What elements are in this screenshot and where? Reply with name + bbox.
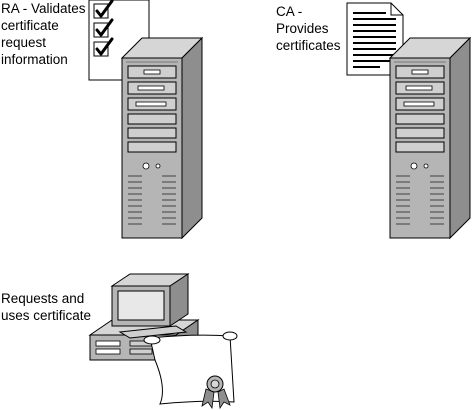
- ra-label-line: RA - Validates: [1, 1, 86, 16]
- certificate-scroll-icon: [143, 331, 238, 410]
- ra-label-line: certificate: [1, 18, 59, 33]
- ca-server-icon: [389, 37, 471, 239]
- ra-server-icon: [121, 37, 203, 239]
- ca-label-line: Provides: [276, 21, 329, 36]
- ra-label-line: request: [1, 35, 47, 50]
- ca-label-line: certificates: [276, 38, 341, 53]
- client-label: Requests and uses certificate: [1, 290, 91, 324]
- ra-label: RA - Validates certificate request infor…: [1, 0, 86, 68]
- checklist-document-icon: [88, 0, 150, 81]
- client-label-line: uses certificate: [1, 308, 92, 323]
- ra-label-line: information: [1, 52, 68, 67]
- text-document-icon: [346, 2, 404, 76]
- ca-label: CA - Provides certificates: [276, 3, 341, 54]
- client-label-line: Requests and: [1, 291, 85, 306]
- ca-label-line: CA -: [276, 4, 303, 19]
